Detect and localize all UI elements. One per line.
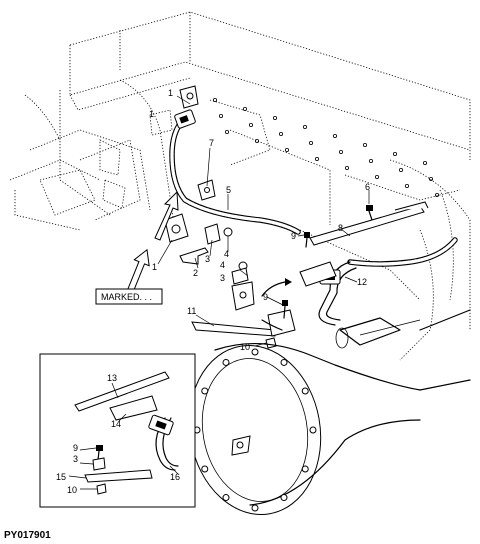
pointer-arrows [261,278,292,331]
axle-fill-plug [231,435,251,456]
frame-hole [284,147,289,152]
frame-hole [248,123,253,128]
frame-hole [218,114,223,119]
callout-c7: 7 [209,138,214,148]
callout-c10b: 10 [67,485,77,495]
clip-3-middle [231,261,249,285]
axle-bolt [301,387,309,395]
detail-inset-box [39,353,196,508]
bracket-2 [179,247,209,265]
callout-c5: 5 [226,185,231,195]
frame-hole [362,142,367,147]
axle-bolt [309,426,317,434]
axle-bolt [201,387,209,395]
callout-c15: 15 [56,472,66,482]
frame-holes [212,98,439,197]
connector-upper [174,85,199,129]
callout-c12: 12 [357,277,367,287]
frame-hole [374,174,379,179]
screw-9-lower [282,300,288,319]
frame-hole [254,138,259,143]
axle-bolt [201,465,209,473]
axle-bolt [301,465,309,473]
frame-hole [392,151,397,156]
nut-10-upper [265,337,277,349]
callout-c1b: 1 [152,262,157,272]
callout-c14: 14 [111,419,121,429]
callout-c6: 6 [365,182,370,192]
frame-hole [308,140,313,145]
callout-c10a: 10 [240,342,250,352]
screw-9-upper [304,232,310,248]
axle-housing [188,309,471,515]
callout-inset-9: 9 [73,443,78,453]
callout-c3c: 3 [73,454,78,464]
axle-bolt [280,358,288,366]
axle-bolt [222,494,230,502]
frame-hole [434,192,439,197]
sensor-block [231,281,255,311]
callout-c1a: 1 [168,88,173,98]
bracket-11 [191,309,296,337]
frame-hole [242,107,247,112]
frame-hole [338,149,343,154]
leader-lines [68,95,370,490]
frame-hole [212,98,217,103]
cap-screw-6 [366,205,373,221]
cable-clip-1 [164,213,189,243]
callout-c1c: 1 [149,109,154,119]
bracket-8 [309,201,429,246]
callout-c13: 13 [107,373,117,383]
axle-bolt [222,358,230,366]
frame-hole [428,176,433,181]
callout-c4a: 4 [224,249,229,259]
frame-hole [344,165,349,170]
callout-c4b: 4 [220,260,225,270]
callout-c16: 16 [170,472,180,482]
frame-hole [272,116,277,121]
marked-label-box [95,288,163,305]
axle-bolt [251,504,259,512]
frame-hole [278,131,283,136]
callout-c11: 11 [187,306,196,316]
frame-hole [224,129,229,134]
axle-bolts [193,348,317,512]
callout-c3a: 3 [205,254,210,264]
frame-hole [398,167,403,172]
frame-hole [404,183,409,188]
axle-bolt [280,494,288,502]
frame-hole [332,133,337,138]
callout-c9b: 9 [263,292,268,302]
frame-hole [314,156,319,161]
inset-parts [74,371,179,495]
frame-hole [422,160,427,165]
marked-label: MARKED. . . [101,292,152,302]
wire-harness-main [169,115,301,235]
callout-c8: 8 [338,223,343,233]
callout-c9a: 9 [291,231,296,241]
frame-hole [302,125,307,130]
callout-c3b: 3 [220,273,225,283]
chassis-frame-outline [9,11,471,361]
callout-c2: 2 [193,268,198,278]
harness-clip-7 [197,179,216,201]
wire-harness-lower [318,237,458,326]
frame-hole [368,158,373,163]
axle-bolt [251,348,259,356]
figure-id: PY017901 [4,530,51,541]
clip-3-upper [204,223,233,245]
shield-bracket [299,261,337,287]
